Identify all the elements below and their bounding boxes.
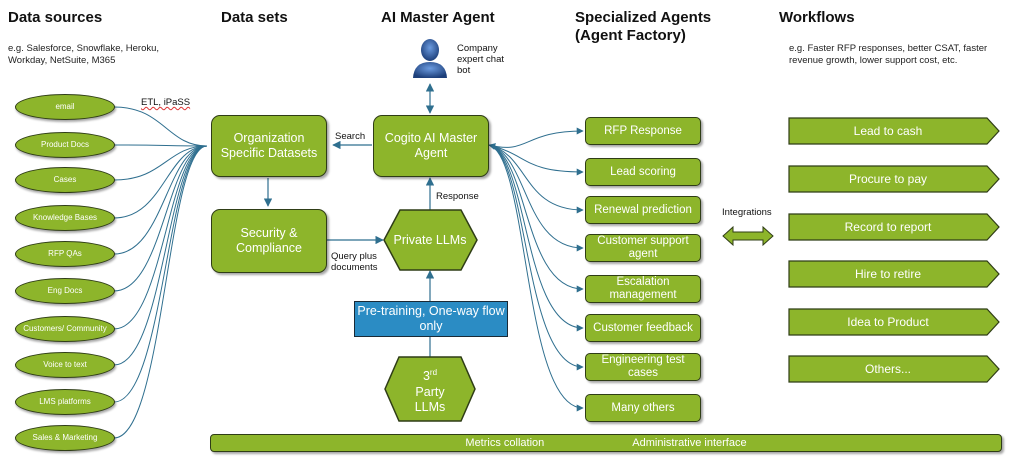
agent-connector xyxy=(488,144,584,176)
ai-master-agent-title: AI Master Agent xyxy=(381,9,495,26)
workflow-chevron xyxy=(788,260,1000,288)
search-label: Search xyxy=(335,131,366,142)
workflow-item: Hire to retire xyxy=(854,267,922,281)
agent-item: Customer support agent xyxy=(585,234,701,262)
agent-connector xyxy=(488,127,584,150)
agent-item: Many others xyxy=(585,394,701,422)
chatbot-label: Company expert chat bot xyxy=(457,43,504,76)
source-connector xyxy=(113,145,208,439)
source-item: LMS platforms xyxy=(15,389,115,415)
source-item: RFP QAs xyxy=(15,241,115,267)
workflow-item: Lead to cash xyxy=(853,124,923,138)
security-compliance-box: Security & Compliance xyxy=(211,209,327,273)
source-item: Customers/ Community xyxy=(15,316,115,342)
specialized-agents-subtitle: (Agent Factory) xyxy=(575,27,686,44)
agent-item: Escalation management xyxy=(585,275,701,303)
source-connector xyxy=(113,144,208,147)
etl-label: ETL, iPaSS xyxy=(141,97,190,108)
response-label: Response xyxy=(436,191,479,202)
source-item: email xyxy=(15,94,115,120)
workflow-chevron xyxy=(788,355,1000,383)
agent-connector xyxy=(488,144,584,332)
workflow-item: Idea to Product xyxy=(847,315,929,329)
private-llms-label: Private LLMs xyxy=(393,232,467,247)
agent-item: Lead scoring xyxy=(585,158,701,186)
agent-item: Engineering test cases xyxy=(585,353,701,381)
workflow-chevron xyxy=(788,213,1000,241)
source-item: Sales & Marketing xyxy=(15,425,115,451)
source-item: Eng Docs xyxy=(15,278,115,304)
source-item: Voice to text xyxy=(15,352,115,378)
person-icon xyxy=(413,39,447,78)
agent-item: Customer feedback xyxy=(585,314,701,342)
org-datasets-box: Organization Specific Datasets xyxy=(211,115,327,177)
source-connector xyxy=(113,145,208,255)
workflow-item: Record to report xyxy=(844,220,932,234)
third-party-llms-label: 3rd Party LLMs xyxy=(390,360,470,420)
third-party-text: Party LLMs xyxy=(414,384,446,414)
agent-connector xyxy=(488,144,584,412)
integrations-double-arrow-icon xyxy=(722,225,774,247)
administrative-interface-label: Administrative interface xyxy=(632,437,747,449)
workflow-chevrons xyxy=(788,117,1000,383)
workflow-chevron xyxy=(788,117,1000,145)
agent-connector xyxy=(488,144,584,371)
source-connectors xyxy=(113,106,208,439)
workflow-item: Procure to pay xyxy=(848,172,928,186)
agent-connector xyxy=(488,144,584,252)
source-connector xyxy=(113,145,208,403)
source-item: Knowledge Bases xyxy=(15,205,115,231)
source-connector xyxy=(113,145,208,219)
source-item: Product Docs xyxy=(15,132,115,158)
integrations-label: Integrations xyxy=(722,207,772,218)
workflow-chevron xyxy=(788,165,1000,193)
workflows-title: Workflows xyxy=(779,9,855,26)
agent-item: RFP Response xyxy=(585,117,701,145)
source-connector xyxy=(113,106,208,147)
third-party-number: 3rd xyxy=(422,368,438,384)
agent-connector xyxy=(488,144,584,214)
data-sources-note: e.g. Salesforce, Snowflake, Heroku, Work… xyxy=(8,43,160,66)
private-llms-hexagon xyxy=(383,209,478,271)
third-party-llms-hexagon xyxy=(384,356,476,422)
workflow-item: Others... xyxy=(864,362,911,376)
data-sets-title: Data sets xyxy=(221,9,288,26)
pretraining-box: Pre-training, One-way flow only xyxy=(354,301,508,337)
etl-label-text: ETL, iPaSS xyxy=(141,97,191,108)
agent-connectors xyxy=(488,127,584,412)
source-connector xyxy=(113,145,208,181)
workflows-note: e.g. Faster RFP responses, better CSAT, … xyxy=(789,43,988,66)
metrics-collation-label: Metrics collation xyxy=(465,437,545,449)
source-connector xyxy=(113,145,208,292)
agent-item: Renewal prediction xyxy=(585,196,701,224)
query-label: Query plus documents xyxy=(331,251,378,273)
source-item: Cases xyxy=(15,167,115,193)
agent-connector xyxy=(488,144,584,293)
source-connector xyxy=(113,145,208,330)
data-sources-title: Data sources xyxy=(8,9,103,26)
footer-bar: Metrics collation Administrative interfa… xyxy=(210,434,1002,452)
workflow-chevron xyxy=(788,308,1000,336)
specialized-agents-title: Specialized Agents xyxy=(575,9,712,26)
master-agent-box: Cogito AI Master Agent xyxy=(373,115,489,177)
source-connector xyxy=(113,145,208,366)
